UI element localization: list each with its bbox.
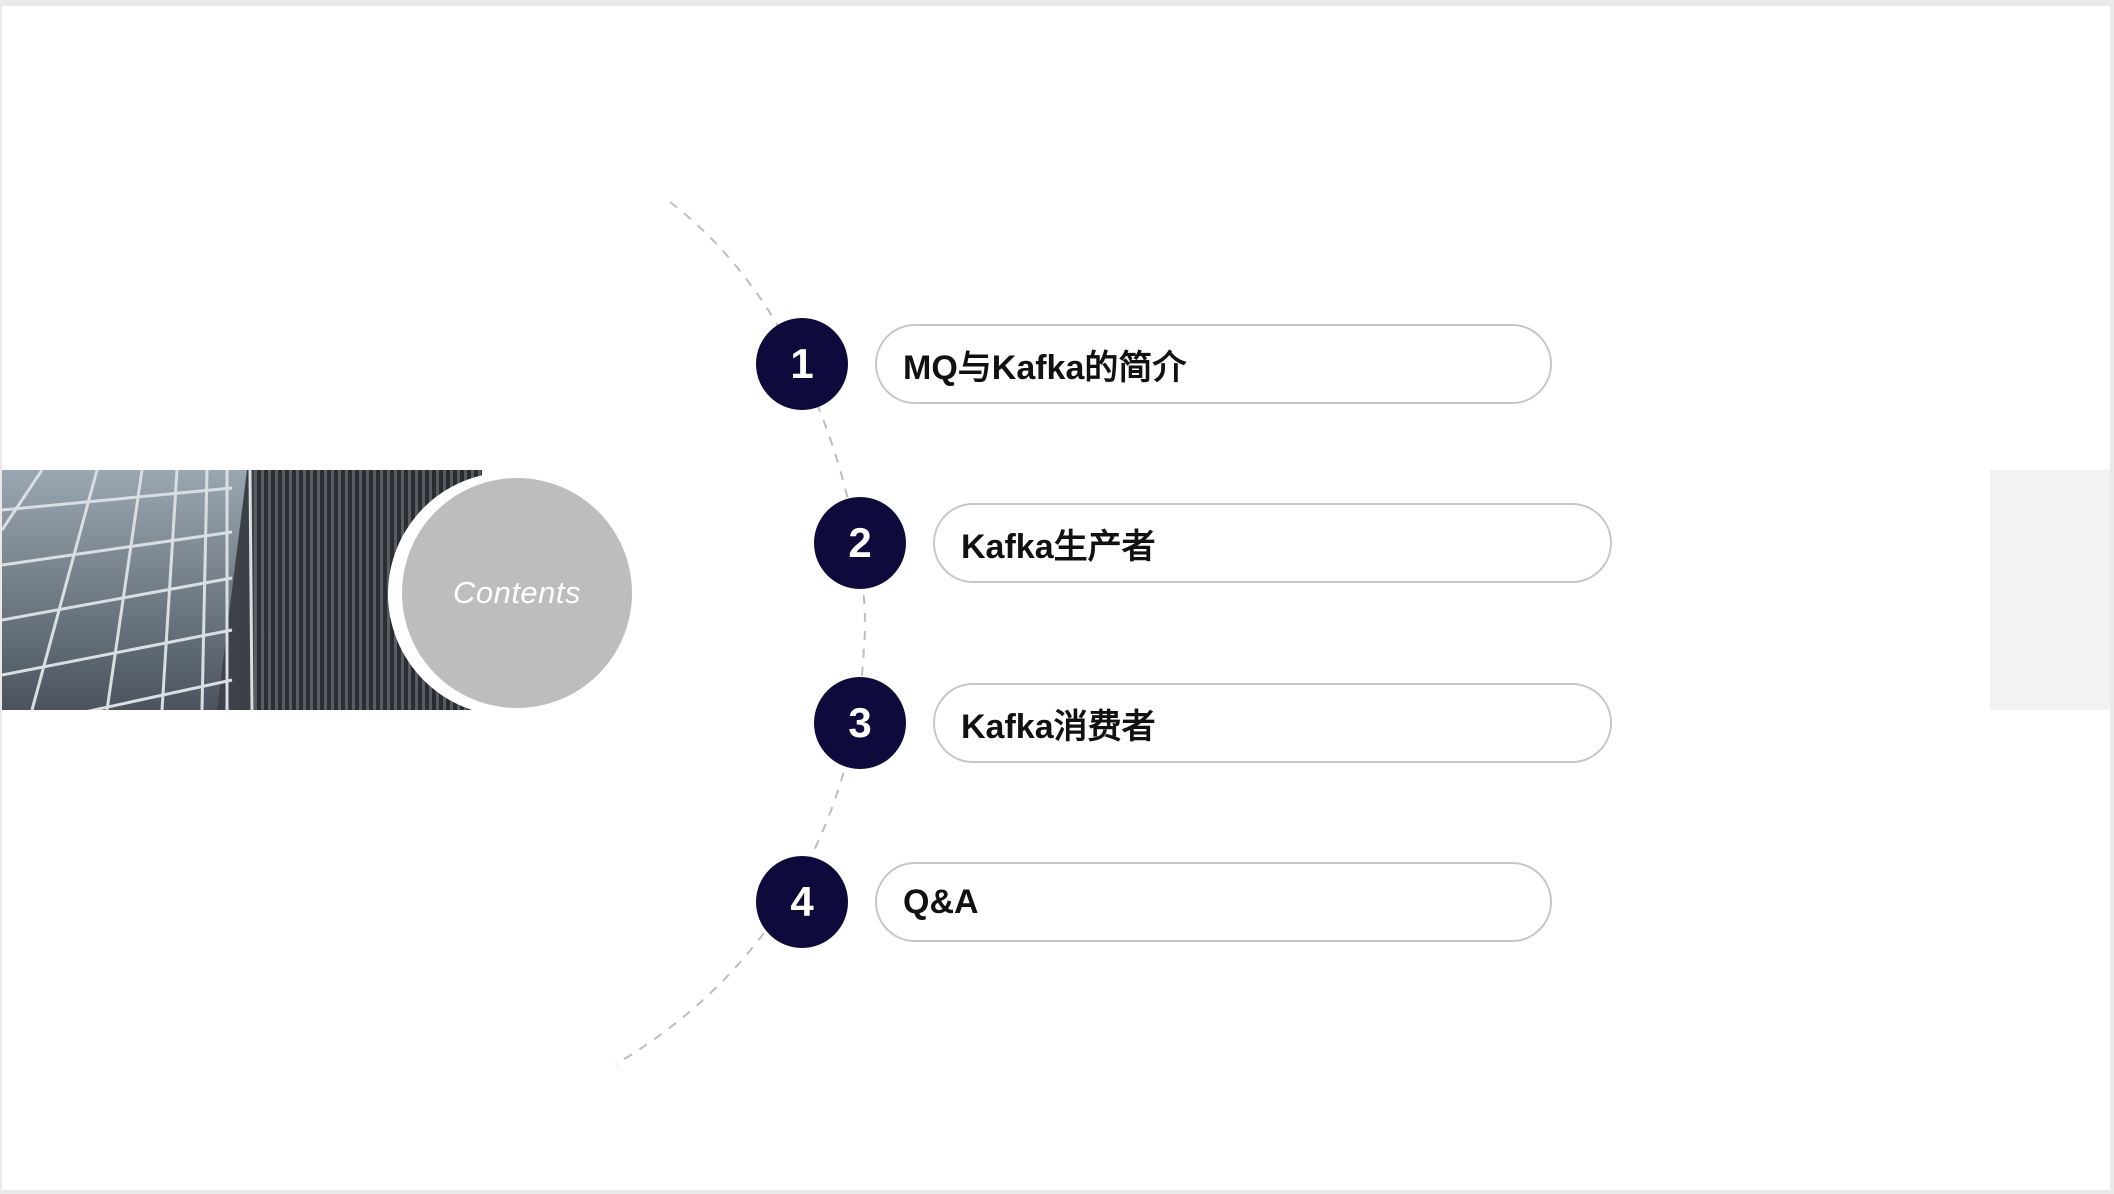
toc-item-3[interactable]: Kafka消费者 [933, 683, 1612, 763]
item-number-4: 4 [756, 856, 848, 948]
item-number-2: 2 [814, 497, 906, 589]
toc-item-2[interactable]: Kafka生产者 [933, 503, 1612, 583]
item-number-1: 1 [756, 318, 848, 410]
contents-title: Contents [402, 478, 632, 708]
slide: Contents 1 MQ与Kafka的简介 2 Kafka生产者 3 Kafk… [2, 6, 2110, 1190]
item-number-3: 3 [814, 677, 906, 769]
toc-item-4[interactable]: Q&A [875, 862, 1552, 942]
right-accent-panel [1990, 470, 2110, 710]
toc-item-1[interactable]: MQ与Kafka的简介 [875, 324, 1552, 404]
